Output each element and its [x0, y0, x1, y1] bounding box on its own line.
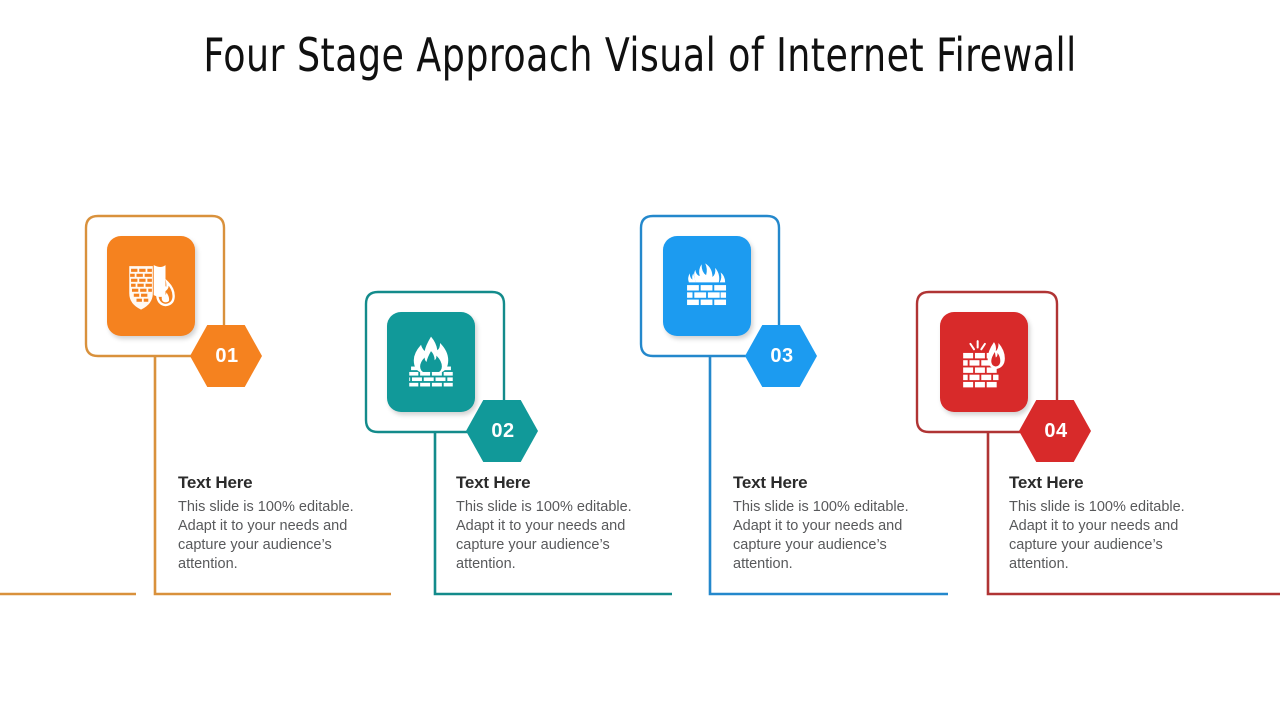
- firewall-shield-flame-icon: [129, 265, 175, 310]
- flame-over-brickwall-icon: [409, 336, 453, 387]
- brickwall-breach-flame-icon: [963, 340, 1005, 388]
- stage-4-body: This slide is 100% editable. Adapt it to…: [1009, 499, 1185, 573]
- stage-2-number: 02: [491, 420, 515, 442]
- brickwall-flames-icon: [687, 263, 727, 306]
- stage-3-text-block: Text Here This slide is 100% editable. A…: [733, 473, 923, 575]
- stage-3-heading: Text Here: [733, 473, 808, 492]
- stage-1-icon-tile[interactable]: [107, 236, 195, 336]
- stage-4-heading: Text Here: [1009, 473, 1084, 492]
- stage-2-number-badge[interactable]: 02: [466, 400, 538, 462]
- stage-1-body: This slide is 100% editable. Adapt it to…: [178, 499, 354, 573]
- page-title: Four Stage Approach Visual of Internet F…: [203, 28, 1077, 82]
- stage-4-number-badge[interactable]: 04: [1019, 400, 1091, 462]
- stage-3-body: This slide is 100% editable. Adapt it to…: [733, 499, 909, 573]
- stage-1-number-badge[interactable]: 01: [190, 325, 262, 387]
- stage-4-number: 04: [1044, 420, 1068, 442]
- stage-4-connector: [915, 290, 1280, 596]
- stage-3-connector: [639, 214, 948, 596]
- stage-1-connector: [0, 214, 391, 596]
- stage-1-text-block: Text Here This slide is 100% editable. A…: [178, 473, 368, 575]
- stage-3-icon-tile[interactable]: [663, 236, 751, 336]
- stage-2-heading: Text Here: [456, 473, 531, 492]
- stage-2-icon-tile[interactable]: [387, 312, 475, 412]
- stage-2-connector: [364, 290, 672, 596]
- stage-3-number: 03: [770, 345, 794, 367]
- stage-2-body: This slide is 100% editable. Adapt it to…: [456, 499, 632, 573]
- stage-2-text-block: Text Here This slide is 100% editable. A…: [456, 473, 646, 575]
- stage-4-text-block: Text Here This slide is 100% editable. A…: [1009, 473, 1199, 575]
- stage-4-icon-tile[interactable]: [940, 312, 1028, 412]
- stage-1-number: 01: [215, 345, 239, 367]
- stage-3-number-badge[interactable]: 03: [745, 325, 817, 387]
- stage-1-heading: Text Here: [178, 473, 253, 492]
